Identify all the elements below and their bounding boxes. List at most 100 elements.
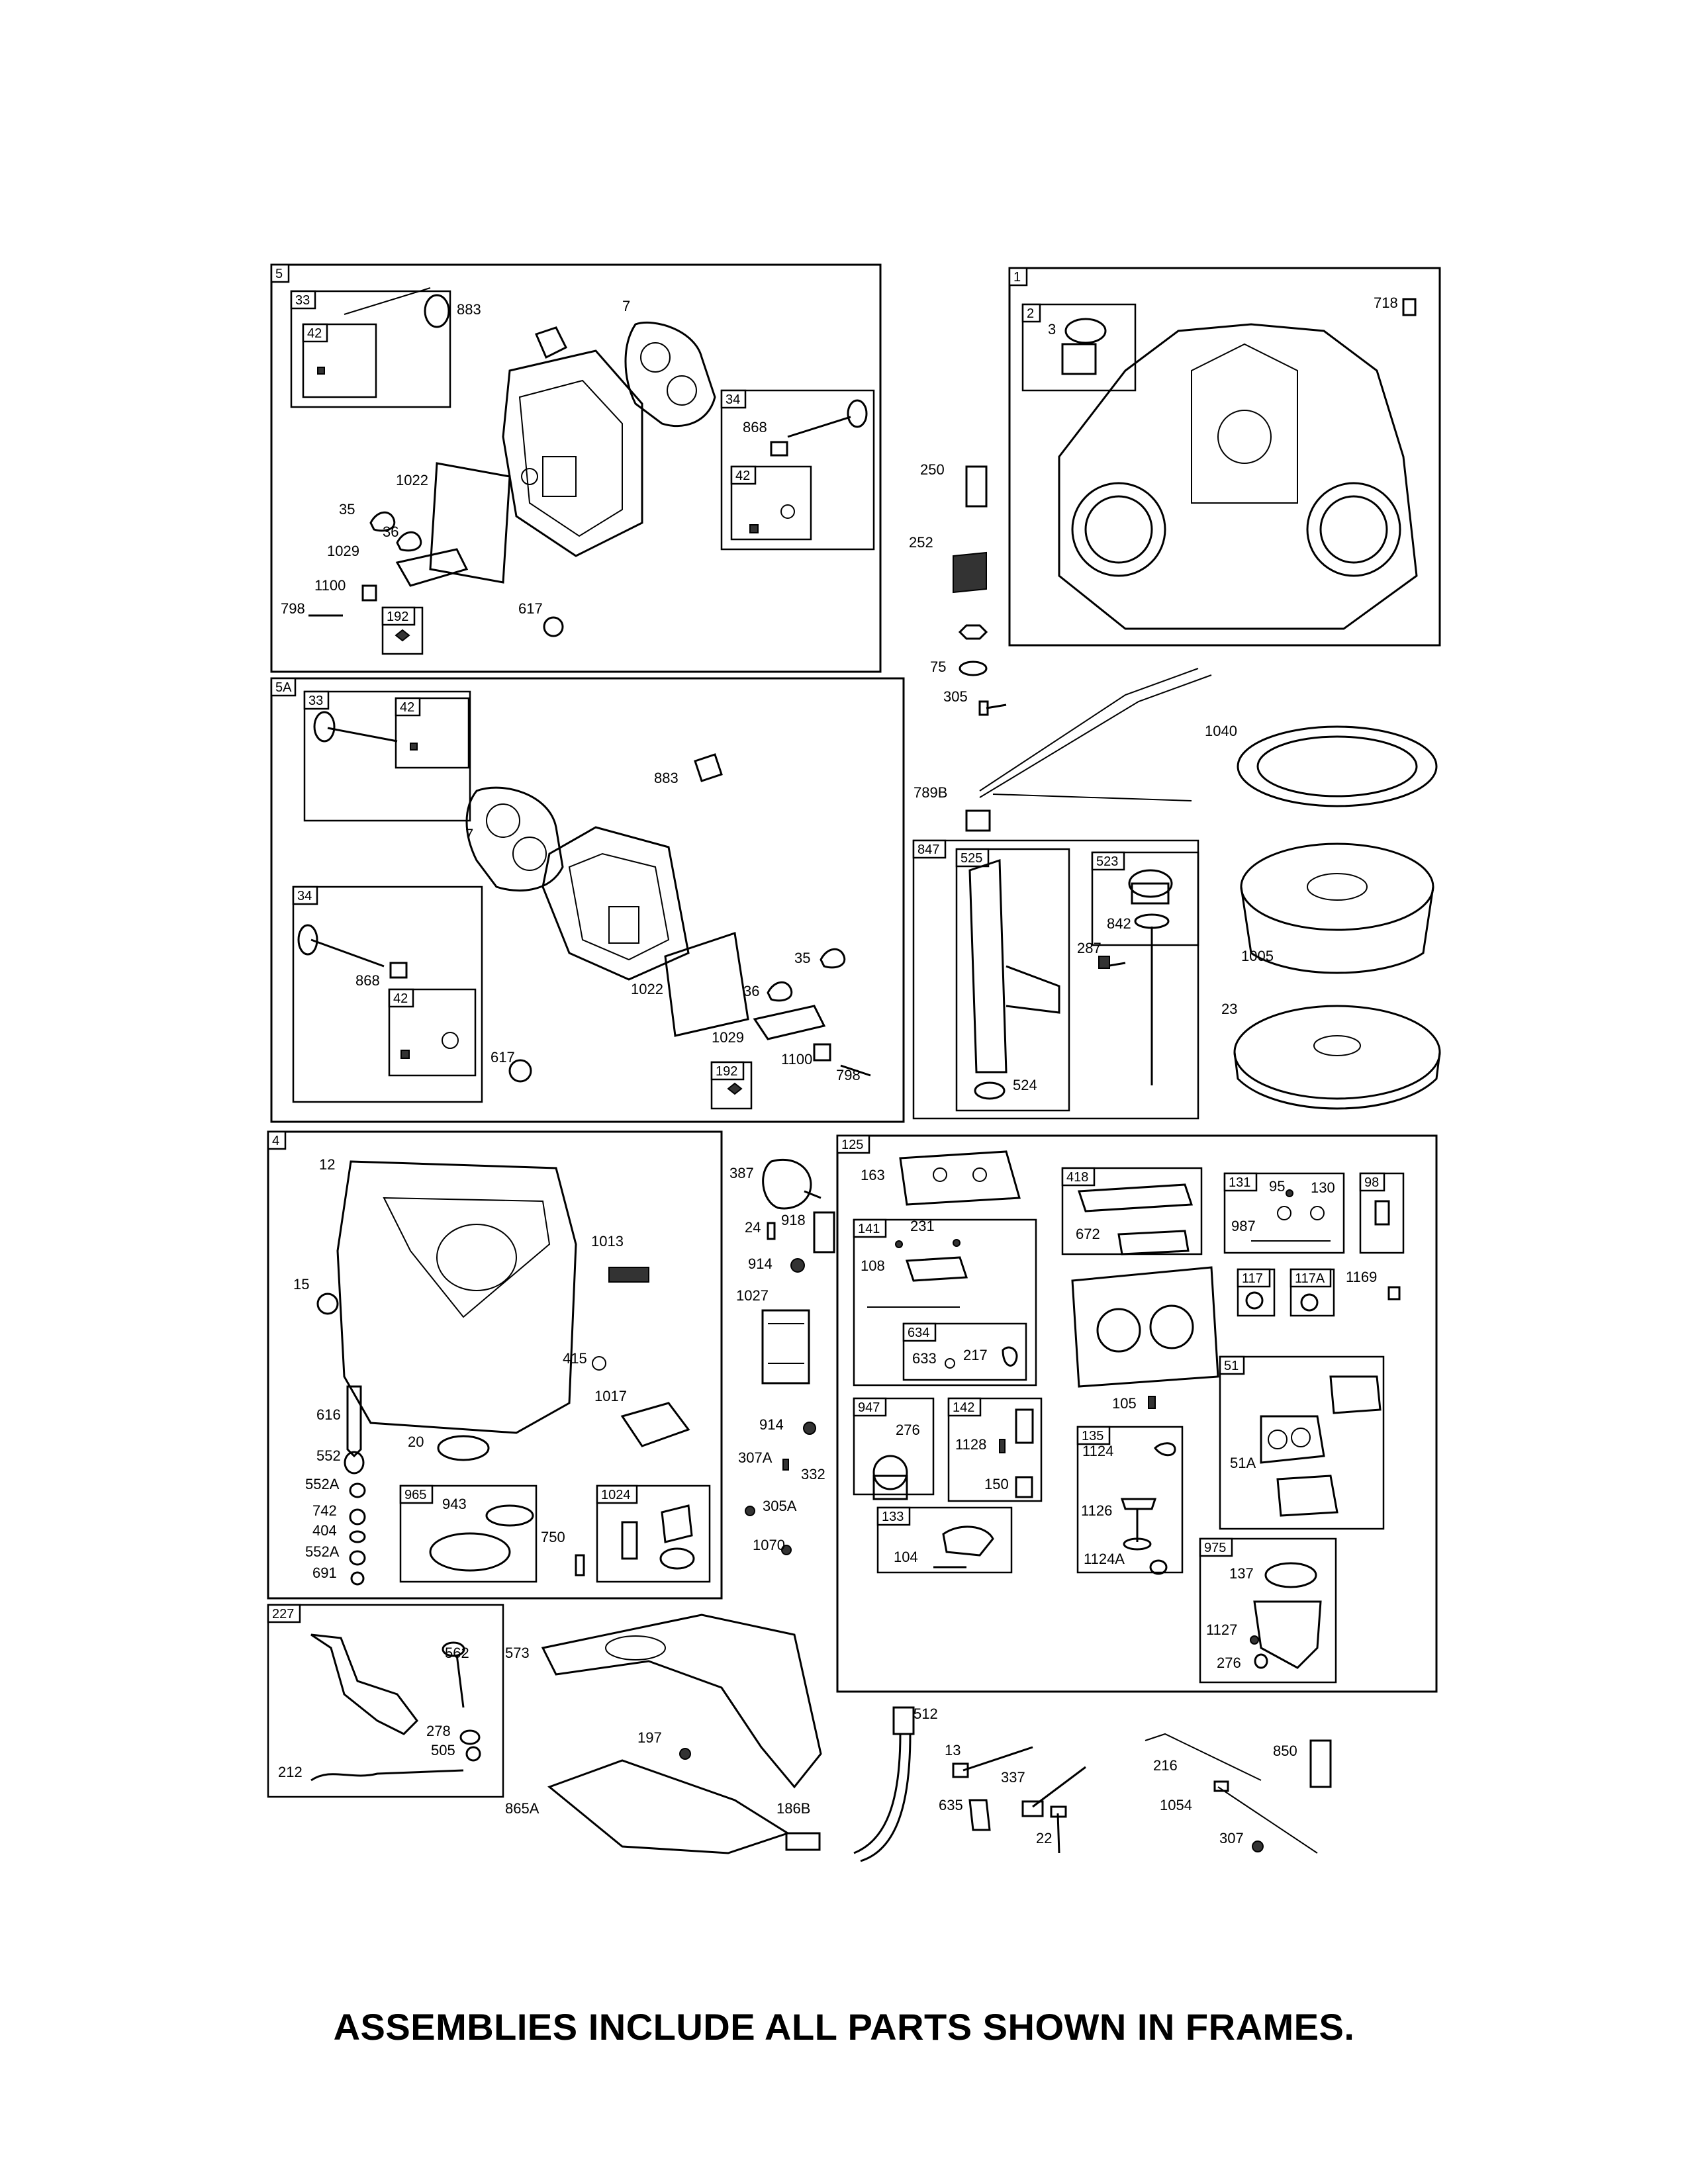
frame-523: 523 <box>1091 851 1199 946</box>
frame-42c: 42 <box>395 697 470 769</box>
frame-border <box>1076 1426 1184 1574</box>
frame-border <box>876 1506 1013 1574</box>
frame-tag-box <box>1076 1426 1111 1445</box>
frame-tag-label: 5A <box>275 680 292 695</box>
frame-tag-box <box>1289 1268 1332 1288</box>
frame-tag-label: 34 <box>297 889 312 903</box>
frame-tag-label: 34 <box>726 392 740 407</box>
part-number-label: 1100 <box>314 577 346 594</box>
frame-border <box>1091 851 1199 946</box>
part-number-label: 307 <box>1219 1830 1244 1846</box>
frame-tag-label: 847 <box>917 842 939 857</box>
part-number-label: 216 <box>1153 1757 1178 1774</box>
part-number-label: 865A <box>505 1800 539 1817</box>
part-number-label: 562 <box>445 1645 469 1661</box>
part-number-label: 1100 <box>781 1051 812 1068</box>
part-number-label: 36 <box>743 983 759 999</box>
frame-border <box>399 1484 538 1583</box>
blower-housing-573 <box>541 1614 822 1854</box>
frame-tag-label: 523 <box>1096 854 1118 869</box>
part-number-label: 1124A <box>1084 1551 1125 1567</box>
frame-tag-box <box>395 697 421 717</box>
frame-tag-label: 947 <box>858 1400 880 1415</box>
frame-tag-box <box>947 1397 982 1417</box>
frame-border <box>270 263 882 673</box>
part-number-label: 850 <box>1273 1743 1297 1759</box>
frame-125: 125 <box>836 1134 1438 1693</box>
part-number-label: 287 <box>1077 940 1102 956</box>
frame-border <box>836 1134 1438 1693</box>
part-number-label: 217 <box>963 1347 988 1363</box>
frame-tag-box <box>1359 1172 1385 1192</box>
frame-tag-box <box>1008 267 1028 287</box>
part-number-label: 305A <box>763 1498 797 1514</box>
part-number-label: 332 <box>801 1466 825 1482</box>
part-number-label: 278 <box>426 1723 451 1739</box>
frame-141: 141 <box>853 1218 1037 1387</box>
frame-1024: 1024 <box>596 1484 711 1583</box>
frame-tag-box <box>1091 851 1125 871</box>
part-number-label: 7 <box>465 826 473 842</box>
frame-tag-box <box>710 1061 745 1081</box>
fuel-pump-and-filter <box>745 1158 835 1555</box>
part-number-label: 505 <box>431 1742 455 1758</box>
frame-tag-label: 192 <box>387 610 408 624</box>
frame-tag-box <box>876 1506 911 1526</box>
frame-border <box>1219 1355 1385 1530</box>
part-number-label: 36 <box>383 523 399 540</box>
frame-border <box>596 1484 711 1583</box>
part-number-label: 20 <box>408 1433 424 1450</box>
frame-tag-label: 42 <box>307 326 322 341</box>
frame-947: 947 <box>853 1397 935 1496</box>
frame-tag-label: 227 <box>272 1607 294 1621</box>
frame-tag-label: 117A <box>1295 1271 1325 1286</box>
part-number-label: 552A <box>305 1476 340 1492</box>
crankcase-1 <box>953 298 1418 716</box>
frame-tag-label: 975 <box>1204 1541 1226 1555</box>
part-number-label: 524 <box>1013 1077 1037 1093</box>
part-number-label: 798 <box>281 600 305 617</box>
part-number-label: 212 <box>278 1764 303 1780</box>
part-number-label: 842 <box>1107 915 1131 932</box>
flywheel-group <box>1233 725 1441 1110</box>
frame-117A: 117A <box>1289 1268 1335 1317</box>
part-number-label: 197 <box>637 1729 662 1746</box>
frame-tag-label: 525 <box>961 851 982 866</box>
frame-4: 4 <box>267 1130 723 1600</box>
part-number-label: 137 <box>1229 1565 1254 1582</box>
frame-tag-box <box>1223 1172 1258 1192</box>
frame-tag-label: 4 <box>272 1134 279 1148</box>
frame-tag-label: 33 <box>295 293 310 308</box>
frame-tag-label: 2 <box>1027 306 1034 321</box>
frame-tag-box <box>267 1130 287 1150</box>
oil-pan-4 <box>316 1160 695 1586</box>
part-number-label: 943 <box>442 1496 467 1512</box>
frame-tag-label: 131 <box>1229 1175 1250 1190</box>
frame-tag-box <box>1061 1167 1096 1187</box>
part-number-label: 337 <box>1001 1769 1025 1786</box>
frame-98: 98 <box>1359 1172 1405 1254</box>
frame-tag-box <box>1219 1355 1245 1375</box>
frame-border <box>267 1604 504 1798</box>
frame-border <box>902 1322 1027 1381</box>
frame-tag-box <box>730 465 757 485</box>
part-number-label: 1022 <box>396 472 428 488</box>
frame-tag-box <box>596 1484 638 1504</box>
frame-42d: 42 <box>388 988 477 1077</box>
frame-border <box>853 1218 1037 1387</box>
frame-border <box>395 697 470 769</box>
part-number-label: 105 <box>1112 1395 1137 1412</box>
part-number-label: 1040 <box>1205 723 1237 739</box>
part-number-label: 307A <box>738 1449 773 1466</box>
frame-tag-label: 141 <box>858 1222 880 1236</box>
part-number-label: 914 <box>748 1255 773 1272</box>
frame-tag-label: 135 <box>1082 1429 1103 1443</box>
frame-51: 51 <box>1219 1355 1385 1530</box>
part-number-label: 1029 <box>327 543 359 559</box>
frame-border <box>1008 267 1441 647</box>
frame-border <box>292 886 483 1103</box>
part-number-label: 1027 <box>736 1287 769 1304</box>
part-number-label: 35 <box>794 950 810 966</box>
